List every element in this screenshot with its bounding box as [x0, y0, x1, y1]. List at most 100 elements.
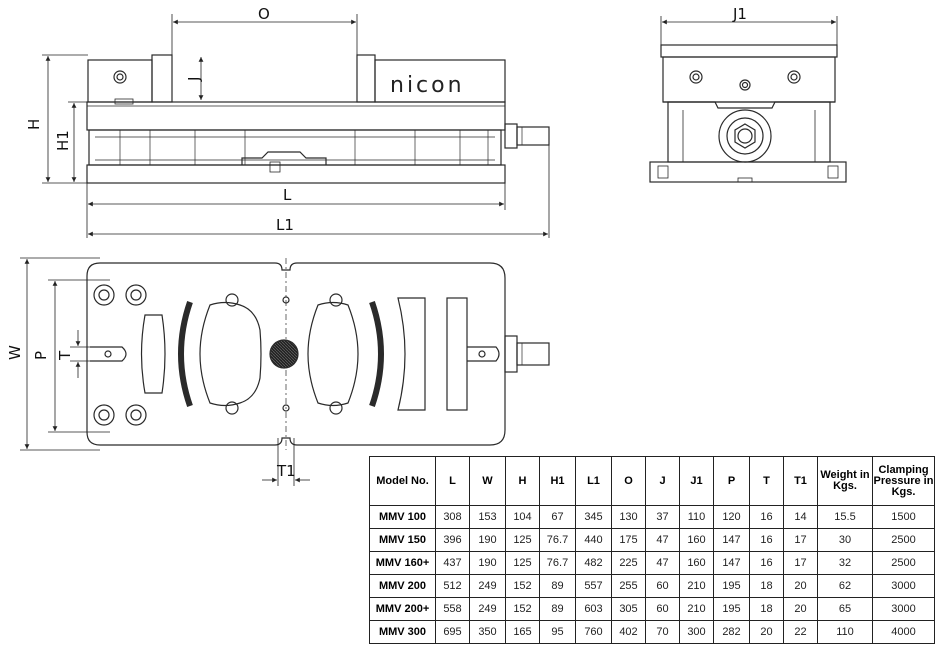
- value-cell: 67: [539, 505, 576, 529]
- value-cell: 760: [575, 620, 612, 644]
- value-cell: 195: [713, 574, 750, 598]
- header-cell: L: [435, 456, 470, 506]
- front-dimensions: [42, 14, 550, 238]
- value-cell: 16: [749, 505, 784, 529]
- value-cell: 120: [713, 505, 750, 529]
- dim-label-p: P: [32, 351, 50, 360]
- value-cell: 175: [611, 528, 646, 552]
- header-cell: Clamping Pressure in Kgs.: [872, 456, 935, 506]
- value-cell: 3000: [872, 597, 935, 621]
- value-cell: 95: [539, 620, 576, 644]
- brand-logo-text: nicon: [390, 73, 465, 98]
- specification-table: Model No. L W H H1 L1 O J J1 P T T1 Weig…: [369, 456, 935, 644]
- value-cell: 255: [611, 574, 646, 598]
- value-cell: 16: [749, 528, 784, 552]
- header-cell: W: [469, 456, 506, 506]
- value-cell: 104: [505, 505, 540, 529]
- dim-label-o: O: [258, 5, 270, 23]
- value-cell: 62: [817, 574, 873, 598]
- value-cell: 190: [469, 528, 506, 552]
- header-cell: J: [645, 456, 680, 506]
- value-cell: 147: [713, 551, 750, 575]
- value-cell: 20: [749, 620, 784, 644]
- value-cell: 2500: [872, 551, 935, 575]
- header-cell: T: [749, 456, 784, 506]
- value-cell: 345: [575, 505, 612, 529]
- value-cell: 249: [469, 597, 506, 621]
- value-cell: 76.7: [539, 528, 576, 552]
- value-cell: 2500: [872, 528, 935, 552]
- dim-label-t: T: [56, 350, 74, 361]
- value-cell: 17: [783, 528, 818, 552]
- value-cell: 47: [645, 551, 680, 575]
- value-cell: 440: [575, 528, 612, 552]
- dim-label-t1: T1: [276, 462, 296, 480]
- screw-icon: [93, 284, 147, 426]
- model-cell: MMV 200+: [369, 597, 436, 621]
- dim-label-l: L: [283, 186, 292, 204]
- value-cell: 695: [435, 620, 470, 644]
- value-cell: 20: [783, 574, 818, 598]
- value-cell: 558: [435, 597, 470, 621]
- model-cell: MMV 160+: [369, 551, 436, 575]
- value-cell: 110: [679, 505, 714, 529]
- header-cell: L1: [575, 456, 612, 506]
- value-cell: 22: [783, 620, 818, 644]
- dim-label-h1: H1: [54, 130, 72, 151]
- value-cell: 482: [575, 551, 612, 575]
- value-cell: 160: [679, 551, 714, 575]
- value-cell: 76.7: [539, 551, 576, 575]
- value-cell: 603: [575, 597, 612, 621]
- side-dimensions: [660, 16, 838, 45]
- value-cell: 195: [713, 597, 750, 621]
- value-cell: 30: [817, 528, 873, 552]
- value-cell: 402: [611, 620, 646, 644]
- header-cell: T1: [783, 456, 818, 506]
- header-cell: P: [713, 456, 750, 506]
- value-cell: 125: [505, 528, 540, 552]
- value-cell: 210: [679, 597, 714, 621]
- value-cell: 110: [817, 620, 873, 644]
- value-cell: 305: [611, 597, 646, 621]
- value-cell: 60: [645, 574, 680, 598]
- dim-label-j1: J1: [732, 5, 747, 23]
- value-cell: 396: [435, 528, 470, 552]
- value-cell: 89: [539, 574, 576, 598]
- value-cell: 557: [575, 574, 612, 598]
- value-cell: 437: [435, 551, 470, 575]
- value-cell: 153: [469, 505, 506, 529]
- model-cell: MMV 300: [369, 620, 436, 644]
- value-cell: 210: [679, 574, 714, 598]
- value-cell: 89: [539, 597, 576, 621]
- value-cell: 18: [749, 597, 784, 621]
- value-cell: 17: [783, 551, 818, 575]
- value-cell: 37: [645, 505, 680, 529]
- table-header-row: Model No. L W H H1 L1 O J J1 P T T1 Weig…: [369, 456, 935, 506]
- value-cell: 160: [679, 528, 714, 552]
- value-cell: 165: [505, 620, 540, 644]
- value-cell: 125: [505, 551, 540, 575]
- value-cell: 249: [469, 574, 506, 598]
- value-cell: 308: [435, 505, 470, 529]
- value-cell: 512: [435, 574, 470, 598]
- value-cell: 60: [645, 597, 680, 621]
- value-cell: 70: [645, 620, 680, 644]
- side-view: [649, 44, 847, 183]
- value-cell: 14: [783, 505, 818, 529]
- header-cell: O: [611, 456, 646, 506]
- top-dimensions: [20, 257, 310, 486]
- value-cell: 190: [469, 551, 506, 575]
- value-cell: 130: [611, 505, 646, 529]
- dim-label-w: W: [6, 345, 24, 360]
- value-cell: 225: [611, 551, 646, 575]
- value-cell: 282: [713, 620, 750, 644]
- model-cell: MMV 200: [369, 574, 436, 598]
- value-cell: 350: [469, 620, 506, 644]
- value-cell: 47: [645, 528, 680, 552]
